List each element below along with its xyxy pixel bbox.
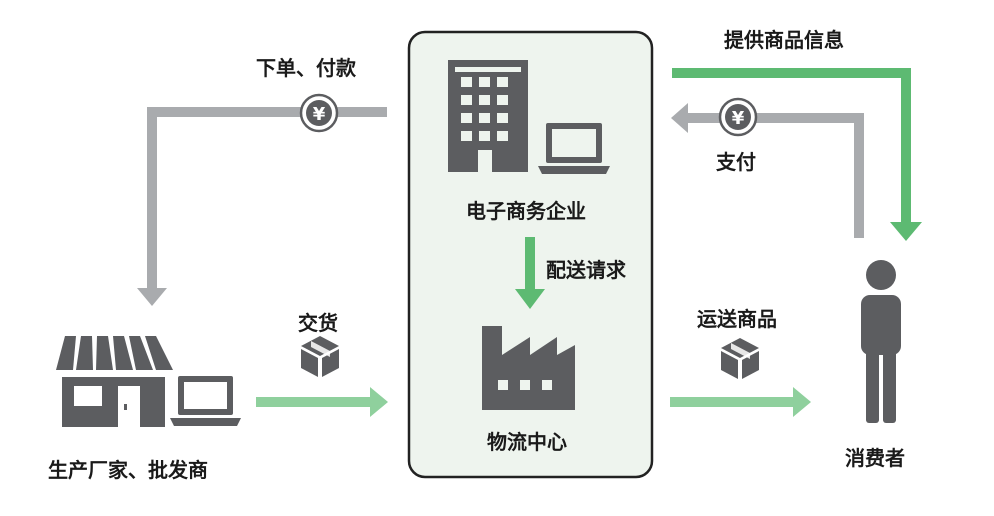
ship-goods-arrow <box>670 387 811 417</box>
yen-coin-icon: ¥ <box>299 93 339 133</box>
pay-label: 支付 <box>716 150 756 174</box>
ship-goods-label: 运送商品 <box>697 307 777 331</box>
deliver-goods-arrow <box>256 387 388 417</box>
consumer-label: 消费者 <box>845 446 905 470</box>
order-payment-label: 下单、付款 <box>256 56 356 80</box>
manufacturer-label: 生产厂家、批发商 <box>48 458 208 482</box>
delivery-request-label: 配送请求 <box>546 258 626 282</box>
person-icon <box>861 260 901 423</box>
package-box-icon <box>301 336 339 377</box>
factory-icon <box>482 326 575 410</box>
svg-text:¥: ¥ <box>313 104 326 125</box>
yen-coin-icon: ¥ <box>718 97 758 137</box>
provide-info-arrow <box>672 68 922 241</box>
svg-text:¥: ¥ <box>732 108 745 129</box>
pay-arrow <box>671 103 864 238</box>
laptop-icon <box>170 376 241 426</box>
package-box-icon <box>721 338 759 379</box>
provide-info-label: 提供商品信息 <box>724 28 844 52</box>
storefront-icon <box>56 336 173 427</box>
order-payment-arrow <box>137 107 387 306</box>
office-building-icon <box>448 60 528 172</box>
ecommerce-label: 电子商务企业 <box>466 199 586 223</box>
delivery-request-arrow <box>515 237 545 309</box>
deliver-goods-label: 交货 <box>298 311 338 335</box>
logistics-label: 物流中心 <box>487 430 567 454</box>
laptop-icon <box>538 123 610 174</box>
